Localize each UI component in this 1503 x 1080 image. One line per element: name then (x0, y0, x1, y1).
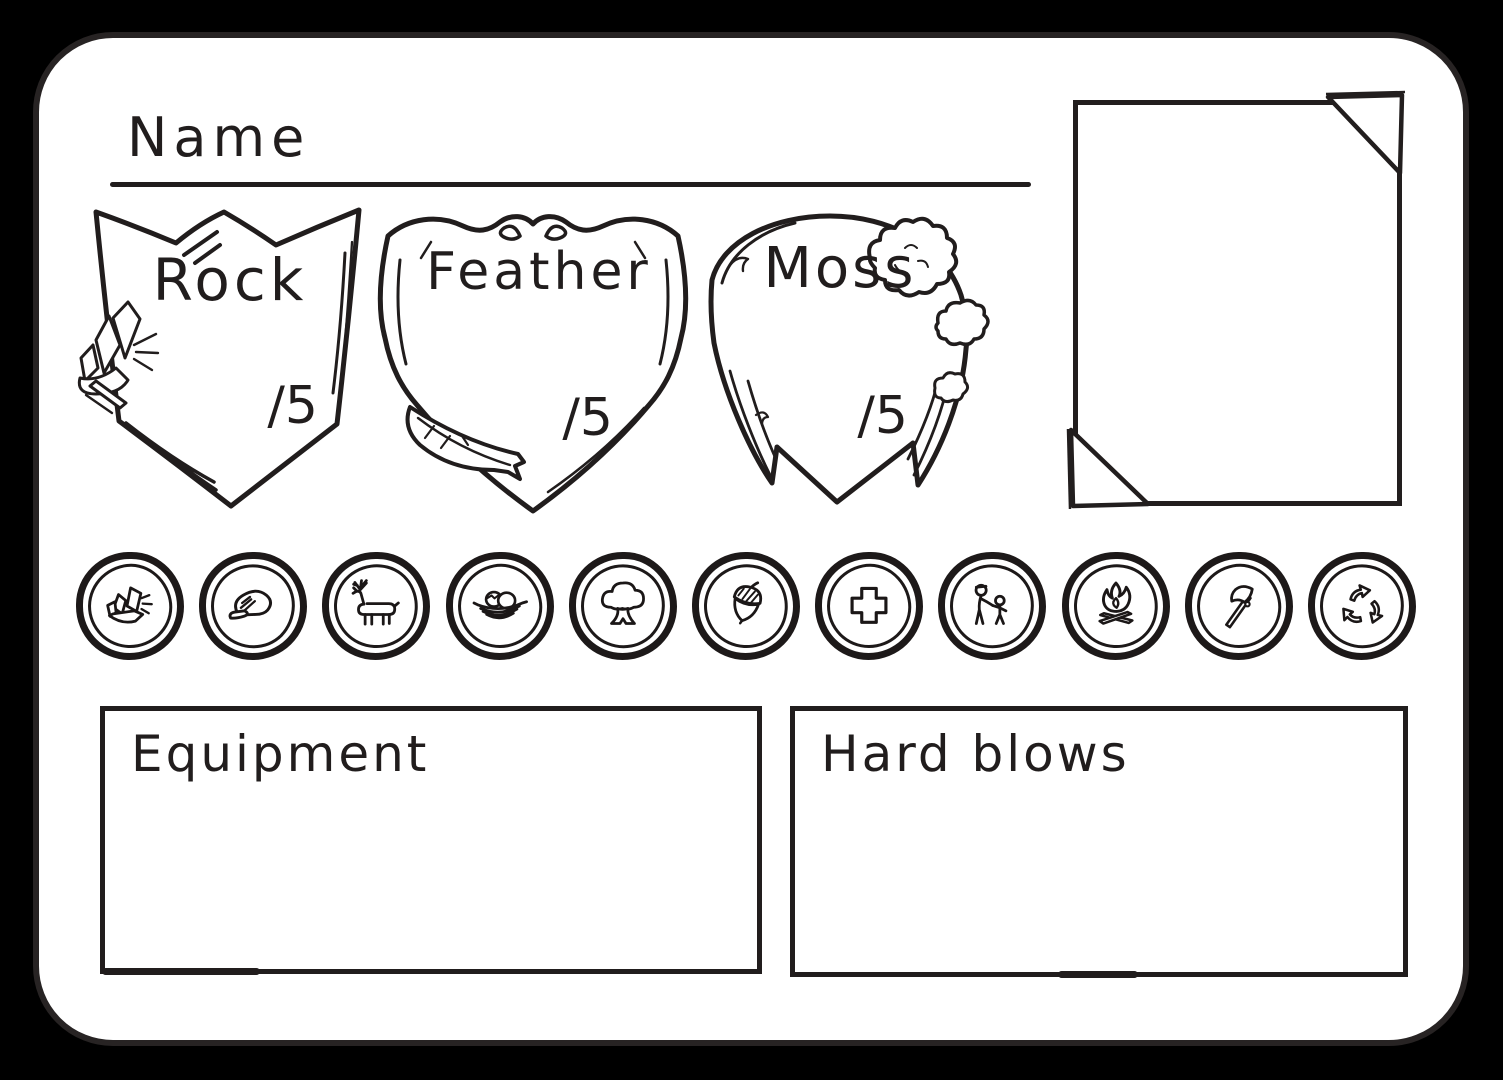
ink-accent (102, 968, 260, 975)
badge-rock[interactable] (195, 547, 312, 665)
hard-blows-input-area[interactable] (795, 789, 1403, 972)
name-input[interactable] (345, 104, 1027, 180)
feather-quill-icon (405, 405, 526, 481)
crystals-icon (106, 586, 153, 624)
badge-recycling[interactable] (1303, 547, 1420, 665)
equipment-section: Equipment (100, 706, 762, 975)
badge-deer[interactable] (322, 552, 431, 660)
badge-bird-nest[interactable] (445, 552, 554, 660)
deer-icon (352, 579, 401, 626)
name-underline (110, 182, 1031, 187)
feather-stat-label: Feather (426, 242, 652, 302)
photo-corner-icon (1066, 427, 1151, 510)
badge-acorn[interactable] (691, 552, 800, 660)
ink-accent (1058, 971, 1138, 978)
campfire-icon (1097, 581, 1134, 625)
stat-shield-feather: Feather /5 (368, 202, 698, 542)
bird-nest-icon (472, 590, 528, 620)
name-label: Name (127, 106, 311, 169)
moss-score-field[interactable]: /5 (857, 386, 908, 446)
feather-shield-shape (377, 214, 689, 514)
moss-clump-icon (867, 216, 990, 404)
feather-score-field[interactable]: /5 (562, 388, 613, 448)
tree-icon (600, 581, 645, 625)
crystal-cluster-icon (77, 300, 160, 415)
moss-shield-shape (708, 213, 990, 505)
rock-shield-shape (77, 207, 362, 509)
equipment-label: Equipment (131, 725, 430, 783)
moss-stat-label: Moss (763, 236, 917, 301)
rock-score-field[interactable]: /5 (267, 376, 318, 436)
recycling-icon (1342, 584, 1384, 624)
badge-row (76, 547, 1420, 665)
hard-blows-section: Hard blows (790, 706, 1408, 978)
badge-hatchet[interactable] (1184, 552, 1293, 660)
adult-and-child-icon (974, 583, 1008, 625)
stat-shield-rock: Rock /5 (68, 198, 368, 513)
acorn-icon (732, 581, 762, 625)
badge-crystals[interactable] (76, 552, 184, 660)
badge-first-aid[interactable] (815, 552, 924, 660)
stat-shield-moss: Moss /5 (700, 203, 1010, 523)
hard-blows-label: Hard blows (821, 725, 1130, 783)
rock-stat-label: Rock (152, 246, 308, 314)
portrait-frame[interactable] (1066, 90, 1406, 510)
photo-corner-icon (1325, 90, 1406, 176)
badge-adult-and-child[interactable] (934, 547, 1051, 665)
badge-tree[interactable] (564, 547, 681, 665)
first-aid-cross-icon (850, 586, 888, 624)
badge-campfire[interactable] (1061, 552, 1170, 660)
rock-icon (228, 589, 273, 620)
equipment-input-area[interactable] (105, 789, 757, 969)
hatchet-icon (1224, 585, 1254, 629)
